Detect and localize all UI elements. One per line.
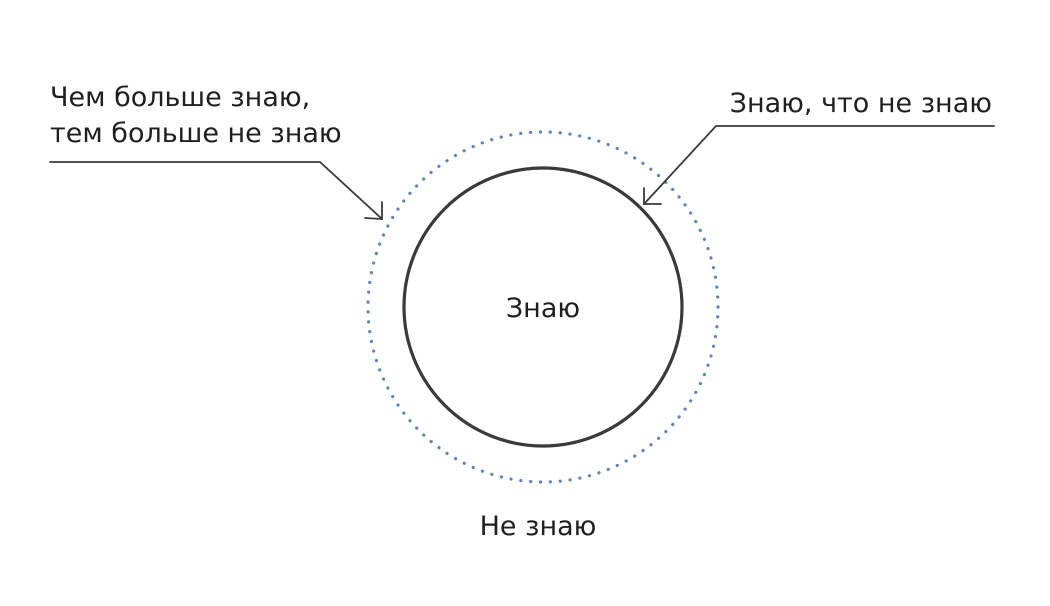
dont-know-label: Не знаю bbox=[479, 511, 597, 542]
right-leader-arrow bbox=[643, 125, 995, 205]
know-that-dont-know-label: Знаю, что не знаю bbox=[729, 88, 992, 119]
more-i-know-label: Чем больше знаю, тем больше не знаю bbox=[50, 80, 342, 152]
left-leader-arrow bbox=[49, 161, 383, 220]
inner-solid-circle bbox=[402, 166, 684, 448]
more-i-know-label-line1: Чем больше знаю, bbox=[50, 82, 311, 113]
know-label: Знаю bbox=[505, 293, 581, 324]
more-i-know-label-line2: тем больше не знаю bbox=[50, 118, 342, 149]
outer-dotted-circle bbox=[366, 130, 720, 484]
